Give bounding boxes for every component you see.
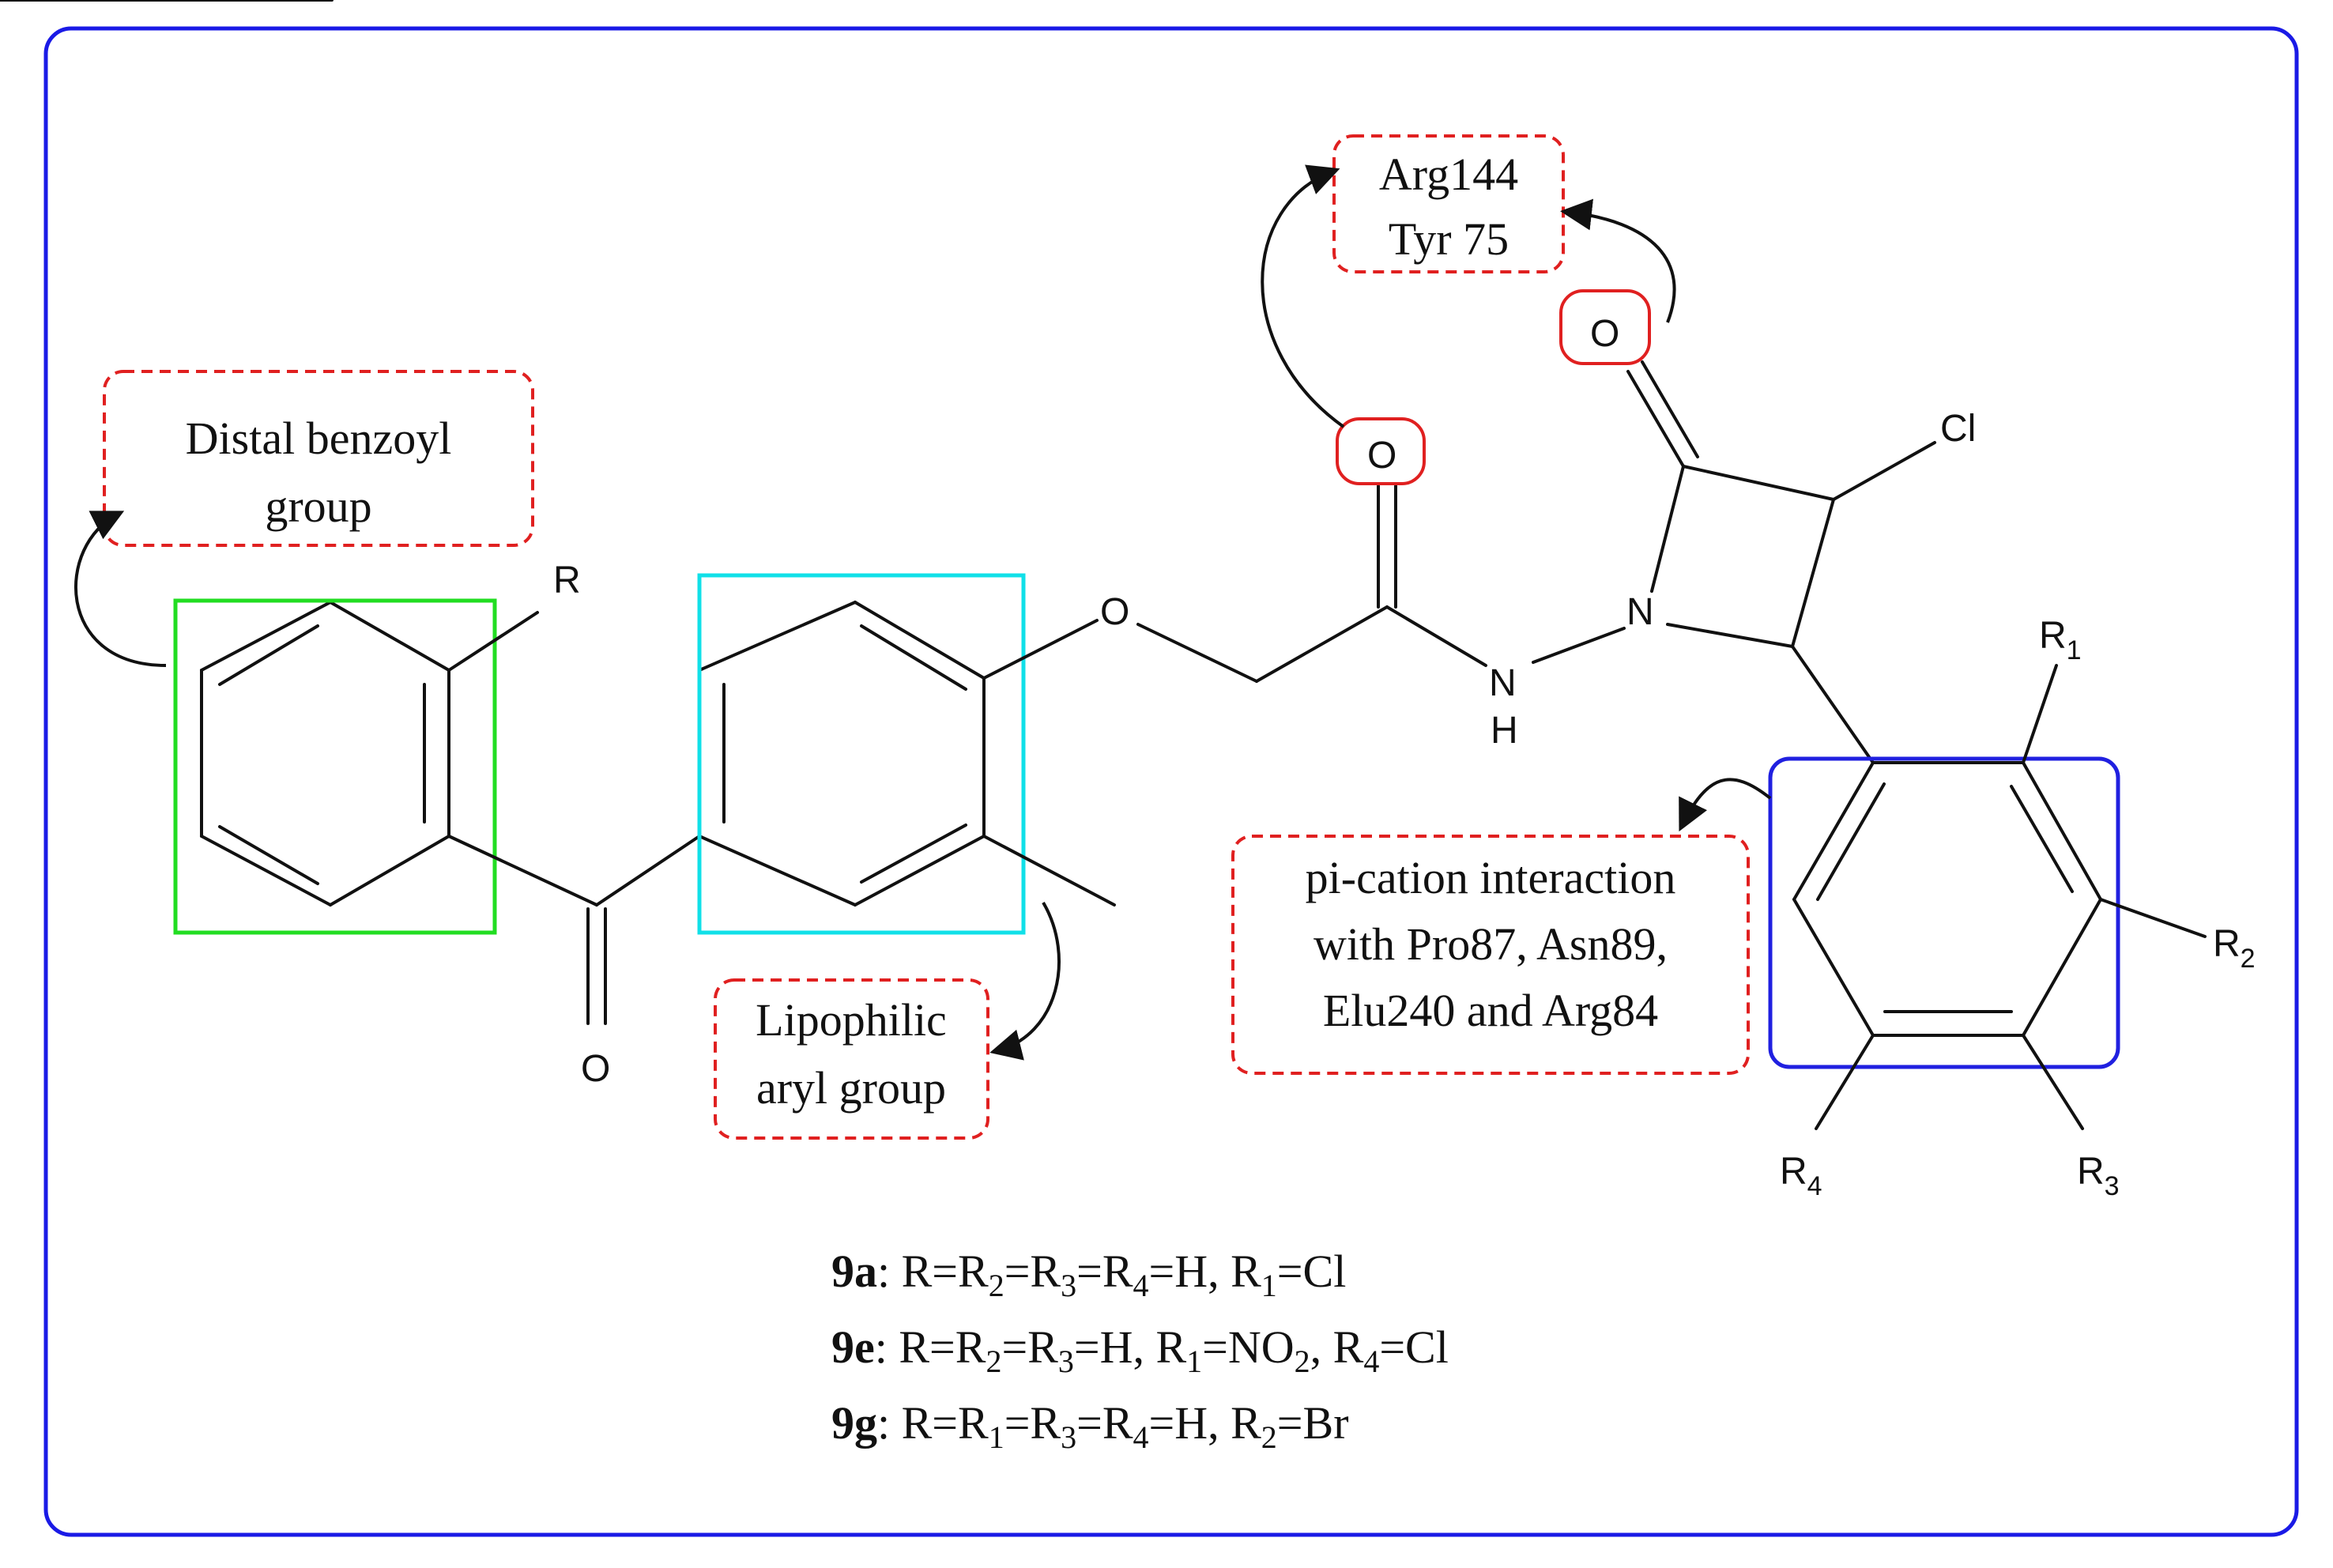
atom-o-amide: O	[1367, 435, 1396, 477]
atom-r2: R2	[2213, 923, 2256, 974]
atom-r4: R4	[1780, 1151, 1822, 1201]
distal-label-line2: group	[265, 481, 371, 532]
lipophilic-label-line1: Lipophilic	[756, 994, 947, 1046]
arrow-amide-o	[1261, 164, 1345, 428]
compound-9e: 9e: R=R2=R3=H, R1=NO2, R4=Cl	[831, 1321, 1449, 1379]
pication-line3: Elu240 and Arg84	[1323, 985, 1658, 1036]
ring-a-bonds	[200, 601, 450, 906]
lipophilic-callout	[714, 978, 989, 1140]
compound-9g: 9g: R=R1=R3=R4=H, R2=Br	[831, 1397, 1349, 1455]
pication-line1: pi-cation interaction	[1306, 852, 1676, 903]
outer-frame	[43, 26, 2299, 1537]
phenyl-box	[1768, 756, 2120, 1069]
pication-line2: with Pro87, Asn89,	[1313, 918, 1668, 970]
amide-o-highlight	[1336, 417, 1426, 485]
arrow-distal	[74, 511, 167, 667]
arrow-lactam-o	[1560, 198, 1676, 323]
atom-r1: R1	[2039, 615, 2082, 665]
pication-callout	[1231, 835, 1750, 1075]
atom-n-amide: N	[1489, 662, 1517, 704]
arrow-phenyl	[1679, 778, 1772, 832]
atom-r: R	[553, 560, 581, 601]
lipophilic-aryl-box	[697, 573, 1026, 935]
atom-r3: R3	[2077, 1151, 2120, 1201]
arrow-lipophilic	[989, 901, 1061, 1061]
lipophilic-label-line2: aryl group	[756, 1062, 946, 1114]
residue-line2: Tyr 75	[1389, 213, 1509, 265]
atom-o-lactam: O	[1590, 313, 1619, 355]
atom-cl: Cl	[1940, 408, 1976, 450]
atom-n-ring: N	[1626, 591, 1654, 633]
compound-list: 9a: R=R2=R3=R4=H, R1=Cl 9e: R=R2=R3=H, R…	[831, 1246, 1449, 1455]
atom-o-ether: O	[1100, 591, 1129, 633]
ring-b-bonds	[698, 601, 986, 906]
ring-c-bonds	[1792, 761, 2102, 1037]
lactam-o-highlight	[1559, 289, 1651, 365]
distal-benzoyl-callout	[103, 370, 534, 547]
compound-9a: 9a: R=R2=R3=R4=H, R1=Cl	[831, 1246, 1346, 1303]
residue-line1: Arg144	[1379, 149, 1518, 200]
distal-label-line1: Distal benzoyl	[186, 413, 452, 464]
atom-h: H	[1491, 710, 1518, 752]
atom-o-ketone: O	[581, 1048, 610, 1090]
distal-benzoyl-box	[173, 598, 497, 935]
residue-callout	[1332, 134, 1565, 273]
